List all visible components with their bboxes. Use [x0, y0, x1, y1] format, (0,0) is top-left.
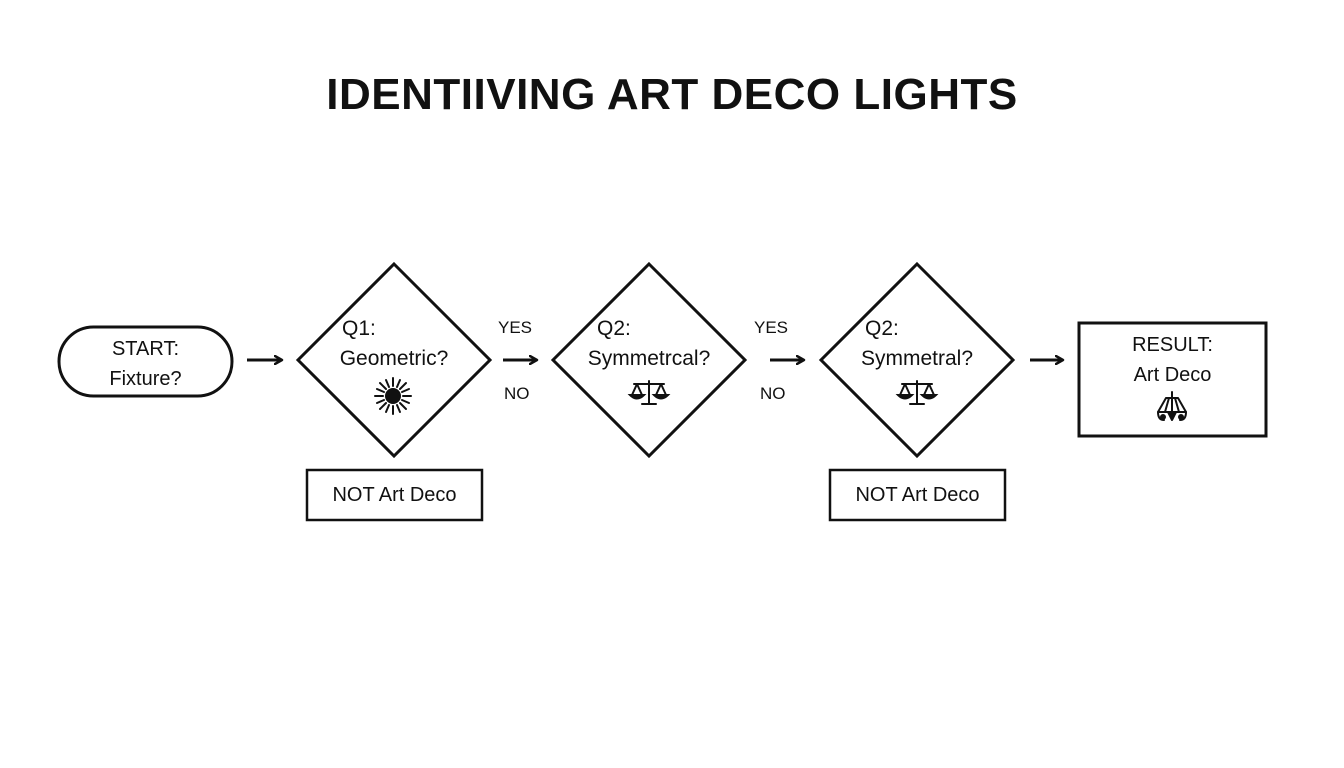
result-text: RESULT: Art Deco	[1079, 330, 1266, 390]
decision-q1	[295, 261, 493, 459]
decision-q2a	[550, 261, 748, 459]
q1-question: Geometric?	[339, 347, 449, 370]
branch-no-2: NO	[760, 384, 786, 403]
not-art-deco-text-1: NOT Art Deco	[332, 483, 457, 506]
not-art-deco-box-2	[828, 468, 1007, 522]
branch-yes-1: YES	[498, 318, 533, 337]
q2b-question: Symmetral?	[860, 347, 974, 370]
result-label: RESULT:	[1132, 334, 1213, 356]
branch-yes-2: YES	[754, 318, 789, 337]
scales-icon-q2b	[895, 380, 939, 405]
q2a-text: Q2: Symmetrcal?	[569, 314, 729, 374]
q2b-text: Q2: Symmetral?	[837, 314, 997, 374]
sunburst-icon	[374, 377, 412, 415]
q2b-label: Q2:	[865, 317, 899, 340]
decision-q2b	[818, 261, 1016, 459]
start-label: START:	[111, 338, 180, 360]
diagram-title: IDENTIIVING ART DECO LIGHTS	[326, 70, 1018, 119]
q2a-label: Q2:	[597, 317, 631, 340]
chandelier-icon	[1157, 391, 1187, 421]
not-art-deco-text-2: NOT Art Deco	[855, 483, 980, 506]
q2a-question: Symmetrcal?	[587, 347, 711, 370]
start-question: Fixture?	[109, 368, 182, 390]
scales-icon-q2a	[627, 380, 671, 405]
start-node-text: START: Fixture?	[59, 334, 232, 394]
branch-no-1: NO	[504, 384, 530, 403]
q1-text: Q1: Geometric?	[314, 314, 474, 374]
result-value: Art Deco	[1133, 364, 1212, 386]
q1-label: Q1:	[342, 317, 376, 340]
not-art-deco-box-1	[305, 468, 484, 522]
start-node	[57, 325, 234, 398]
